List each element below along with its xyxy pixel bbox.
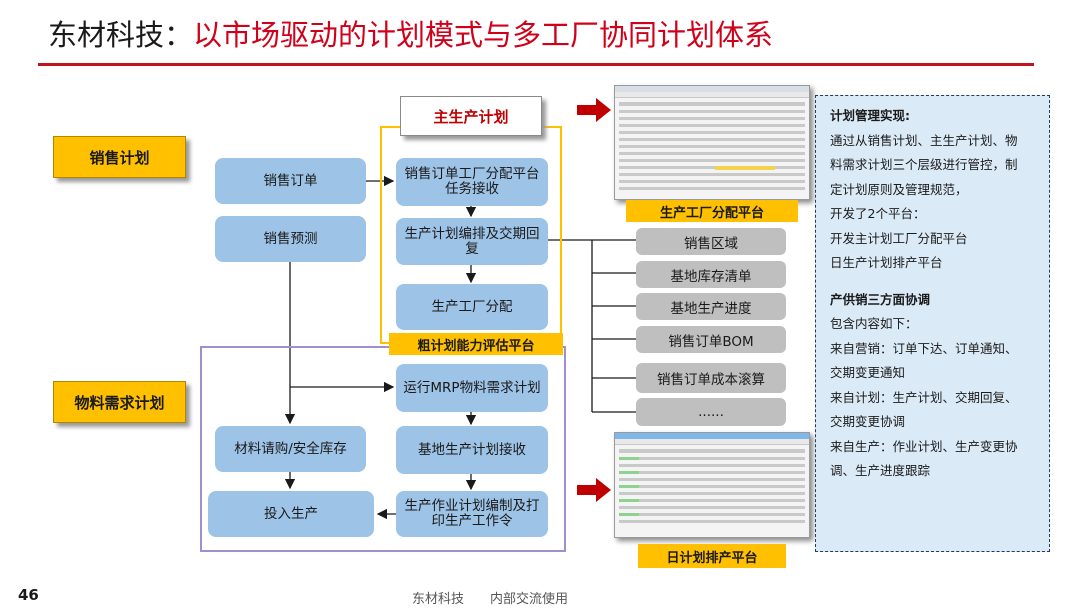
coordination-line: 来自营销：订单下达、订单通知、 [830,340,1018,356]
sales-forecast-box: 销售预测 [215,216,366,262]
daily-schedule-platform-label: 日计划排产平台 [638,544,786,568]
coordination-line: 来自生产：作业计划、生产变更协 [830,438,1018,454]
plan-management-heading: 计划管理实现: [830,108,910,123]
coordination-line: 交期变更通知 [830,365,906,380]
description-panel: 计划管理实现: 通过从销售计划、主生产计划、物 料需求计划三个层级进行管控，制 … [815,95,1050,552]
footer-text: 东材科技 内部交流使用 [412,588,594,607]
gray-item-base-progress: 基地生产进度 [636,293,786,320]
production-input-box: 投入生产 [208,491,374,537]
gray-item-more: ...... [636,398,786,426]
gray-item-cost-rollup: 销售订单成本滚算 [636,363,786,393]
factory-allocation-platform-label: 生产工厂分配平台 [626,200,798,222]
coordination-line: 来自计划：生产计划、交期回复、 [830,389,1018,405]
coordination-line: 交期变更协调 [830,414,906,429]
plan-management-line: 开发了2个平台： [830,206,926,221]
plan-schedule-box: 生产计划编排及交期回复 [396,218,548,265]
base-plan-receive-box: 基地生产计划接收 [396,426,548,474]
title-main: 以市场驱动的计划模式与多工厂协同计划体系 [193,18,774,52]
gray-item-sales-region: 销售区域 [636,228,786,255]
mrp-run-box: 运行MRP物料需求计划 [396,364,548,412]
factory-allocation-box: 生产工厂分配 [396,284,548,330]
sales-plan-label: 销售计划 [53,136,186,178]
gray-item-order-bom: 销售订单BOM [636,326,786,353]
factory-allocation-table-image [619,102,805,190]
daily-schedule-table-image [619,449,805,523]
plan-management-line: 通过从销售计划、主生产计划、物 [830,132,1018,148]
title-prefix: 东材科技： [48,18,194,52]
mrp-frame [200,346,566,552]
plan-management-line: 日生产计划排产平台 [830,255,943,270]
order-allocation-box: 销售订单工厂分配平台任务接收 [396,158,548,206]
mrp-plan-label: 物料需求计划 [53,381,186,423]
title-divider [38,63,1034,66]
footer-company: 东材科技 [412,592,465,607]
page-title: 东材科技：以市场驱动的计划模式与多工厂协同计划体系 [48,12,773,54]
rough-capacity-platform-label: 粗计划能力评估平台 [389,333,563,355]
main-production-plan-header: 主生产计划 [400,96,542,136]
footer-note: 内部交流使用 [490,592,569,607]
coordination-line: 调、生产进度跟踪 [830,463,931,478]
factory-allocation-screenshot [614,85,810,200]
sales-order-box: 销售订单 [215,158,366,204]
page-number: 46 [18,586,39,604]
coordination-line: 包含内容如下： [830,316,918,331]
daily-schedule-screenshot [614,432,810,538]
plan-management-line: 料需求计划三个层级进行管控，制 [830,157,1018,172]
material-purchase-box: 材料请购/安全库存 [215,426,366,472]
plan-management-line: 定计划原则及管理规范， [830,181,968,197]
coordination-heading: 产供销三方面协调 [830,291,931,307]
plan-management-line: 开发主计划工厂分配平台 [830,230,968,246]
work-order-box: 生产作业计划编制及打印生产工作令 [396,491,548,537]
gray-item-base-inventory: 基地库存清单 [636,261,786,288]
